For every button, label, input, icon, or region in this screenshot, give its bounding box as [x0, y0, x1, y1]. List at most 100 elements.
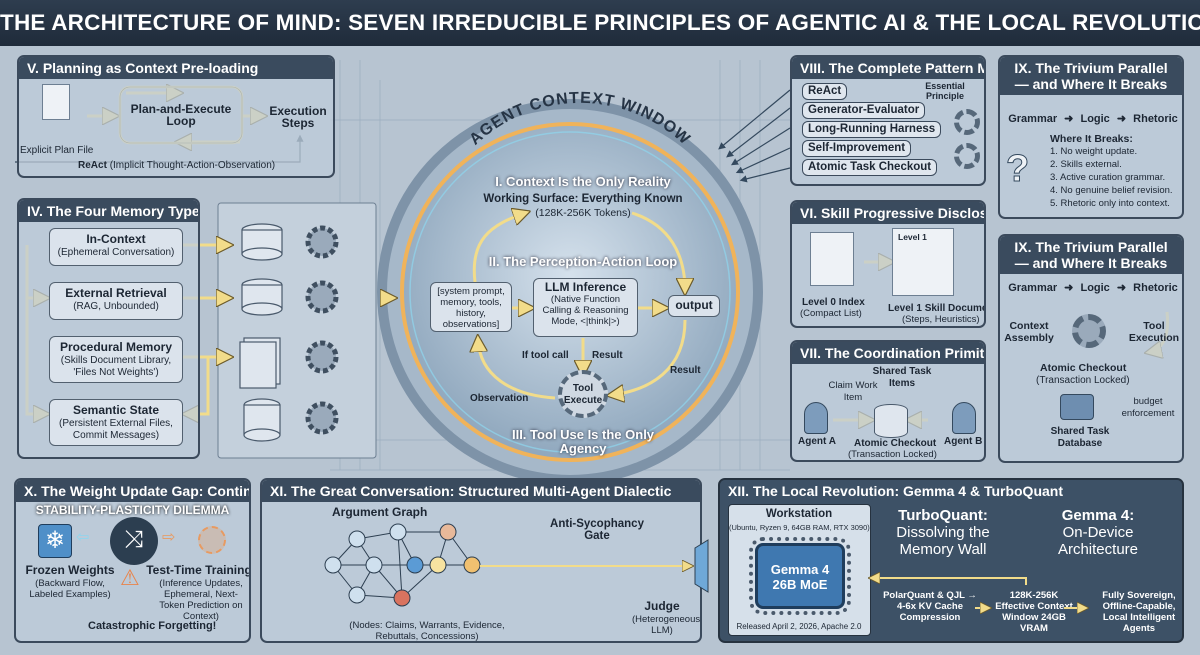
graph-node: [324, 556, 342, 574]
dilemma-label: STABILITY-PLASTICITY DILEMMA: [35, 503, 230, 517]
ttt-title: Test-Time Training: [146, 563, 251, 577]
judge-label: Judge: [644, 599, 680, 613]
react-desc: (Implicit Thought-Action-Observation): [109, 160, 276, 171]
token-range: (128K-256K Tokens): [535, 207, 631, 219]
principle-3-title: III. Tool Use Is the Only Agency: [511, 427, 655, 456]
pattern-atomic-task-checkout: Atomic Task Checkout: [802, 159, 938, 176]
workstation-specs: (Ubuntu, Ryzen 9, 64GB RAM, RTX 3090): [729, 523, 870, 532]
arrow-right-icon: ⇨: [162, 529, 176, 546]
react-note: ReAct (Implicit Thought-Action-Observati…: [78, 160, 275, 172]
snowflake-icon: ❄: [38, 524, 72, 558]
memory-title: In-Context: [86, 232, 146, 246]
memory-procedural: Procedural Memory(Skills Document Librar…: [49, 336, 183, 383]
level0-title: Level 0 Index: [802, 297, 865, 308]
trivium-chain: Grammar ➜ Logic ➜ Rhetoric: [1008, 282, 1178, 294]
plan-execute-loop: Plan-and-Execute Loop: [130, 102, 232, 128]
local-heading: XII. The Local Revolution: Gemma 4 & Tur…: [720, 480, 1182, 502]
gemma-sub: On-Device Architecture: [1057, 524, 1139, 558]
tool-execution: Tool Execution: [1128, 320, 1180, 344]
gate-label: Anti-Sycophancy Gate: [550, 518, 644, 542]
tool-execute-gear: Tool Execute: [558, 370, 608, 418]
graph-node: [389, 523, 407, 541]
planning-heading: V. Planning as Context Pre-loading: [19, 57, 333, 79]
chain-logic: Logic: [1080, 113, 1110, 125]
flow-step: 128K-256K Effective Context Window 24GB …: [995, 590, 1073, 634]
chain-grammar: Grammar: [1008, 113, 1058, 125]
agent-a-label: Agent A: [798, 436, 836, 447]
chain-rhetoric: Rhetoric: [1133, 113, 1178, 125]
documents-icon: [239, 337, 281, 389]
plan-file-icon: [42, 84, 70, 120]
break-item: 5. Rhetoric only into context.: [1050, 198, 1170, 209]
skill-document-icon: Level 1: [892, 228, 954, 296]
gear-icon: [305, 225, 339, 259]
shared-items-label: Shared Task Items: [872, 366, 932, 389]
gemma-chip: Gemma 4 26B MoE: [749, 537, 851, 615]
graph-node: [439, 523, 457, 541]
gear-icon: [954, 143, 980, 169]
breaks-title: Where It Breaks:: [1050, 133, 1133, 145]
level1-title: Level 1 Skill Document: [888, 303, 984, 314]
context-assembly: Context Assembly: [1004, 320, 1054, 344]
result-label: Result: [592, 350, 623, 361]
plan-file-label: Explicit Plan File: [20, 145, 94, 156]
workstation-card: Workstation (Ubuntu, Ryzen 9, 64GB RAM, …: [728, 504, 871, 636]
database-icon: [241, 223, 283, 261]
level0-sub: (Compact List): [800, 308, 862, 319]
break-item: 2. Skills external.: [1050, 159, 1122, 170]
output-box: output: [668, 295, 720, 317]
gate-left-icon: [694, 539, 709, 593]
break-item: 4. No genuine belief revision.: [1050, 185, 1173, 196]
judge-sub: (Heterogeneous LLM): [632, 614, 701, 636]
memory-sub: (RAG, Unbounded): [73, 301, 159, 312]
principle-1-title: I. Context Is the Only Reality: [495, 174, 671, 189]
memory-in-context: In-Context(Ephemeral Conversation): [49, 228, 183, 266]
coord-heading: VII. The Coordination Primitive: [792, 342, 984, 364]
principle-2-title: II. The Perception-Action Loop: [488, 254, 678, 269]
weight-gap-heading: X. The Weight Update Gap: Continual Lear…: [16, 480, 249, 502]
turboquant-title: TurboQuant:: [898, 507, 988, 524]
memory-sub: (Skills Document Library, 'Files Not Wei…: [60, 355, 172, 378]
memory-title: External Retrieval: [65, 286, 167, 300]
working-surface: Working Surface: Everything Known: [483, 193, 683, 205]
workstation-title: Workstation: [765, 508, 833, 520]
chain-rhetoric: Rhetoric: [1133, 282, 1178, 294]
database-icon: [243, 398, 281, 442]
memory-title: Semantic State: [72, 403, 160, 417]
wallet-icon: [1060, 394, 1094, 420]
gear-icon: [1072, 314, 1106, 348]
panel-local-revolution: XII. The Local Revolution: Gemma 4 & Tur…: [718, 478, 1184, 643]
pattern-long-running-harness: Long-Running Harness: [802, 121, 942, 138]
atomic-checkout: Atomic Checkout: [1040, 362, 1127, 374]
question-mark-icon: ?: [1005, 148, 1030, 190]
locked-label: (Transaction Locked): [848, 449, 937, 460]
release-info: Released April 2, 2026, Apache 2.0: [736, 622, 862, 631]
nodes-legend: (Nodes: Claims, Warrants, Evidence, Rebu…: [349, 620, 505, 642]
graph-node: [348, 530, 366, 548]
conversation-heading: XI. The Great Conversation: Structured M…: [262, 480, 700, 502]
execution-steps: Execution Steps: [269, 104, 327, 130]
llm-title: LLM Inference: [544, 280, 627, 294]
shuffle-icon: ⤨: [110, 517, 158, 565]
panel-weight-gap: X. The Weight Update Gap: Continual Lear…: [14, 478, 251, 643]
memory-sub: (Ephemeral Conversation): [57, 247, 175, 258]
budget-label: budget enforcement: [1121, 396, 1175, 419]
result-label-outer: Result: [670, 365, 701, 376]
arrow-left-icon: ⇦: [76, 529, 90, 546]
graph-node: [348, 586, 366, 604]
panel-trivium-top: IX. The Trivium Parallel — and Where It …: [998, 55, 1184, 219]
graph-edge: [397, 531, 403, 599]
if-tool-call-label: If tool call: [522, 350, 569, 361]
checkout-label: Atomic Checkout: [854, 438, 937, 449]
panel-trivium-bottom: IX. The Trivium Parallel — and Where It …: [998, 234, 1184, 463]
memory-sub: (Persistent External Files, Commit Messa…: [59, 418, 173, 441]
agent-a-icon: [804, 402, 828, 434]
frozen-title: Frozen Weights: [25, 563, 115, 577]
memory-heading: IV. The Four Memory Types: [19, 200, 198, 222]
gear-icon: [305, 401, 339, 435]
database-icon: [874, 404, 908, 438]
pattern-map-heading: VIII. The Complete Pattern Map: [792, 57, 984, 79]
chain-grammar: Grammar: [1008, 282, 1058, 294]
